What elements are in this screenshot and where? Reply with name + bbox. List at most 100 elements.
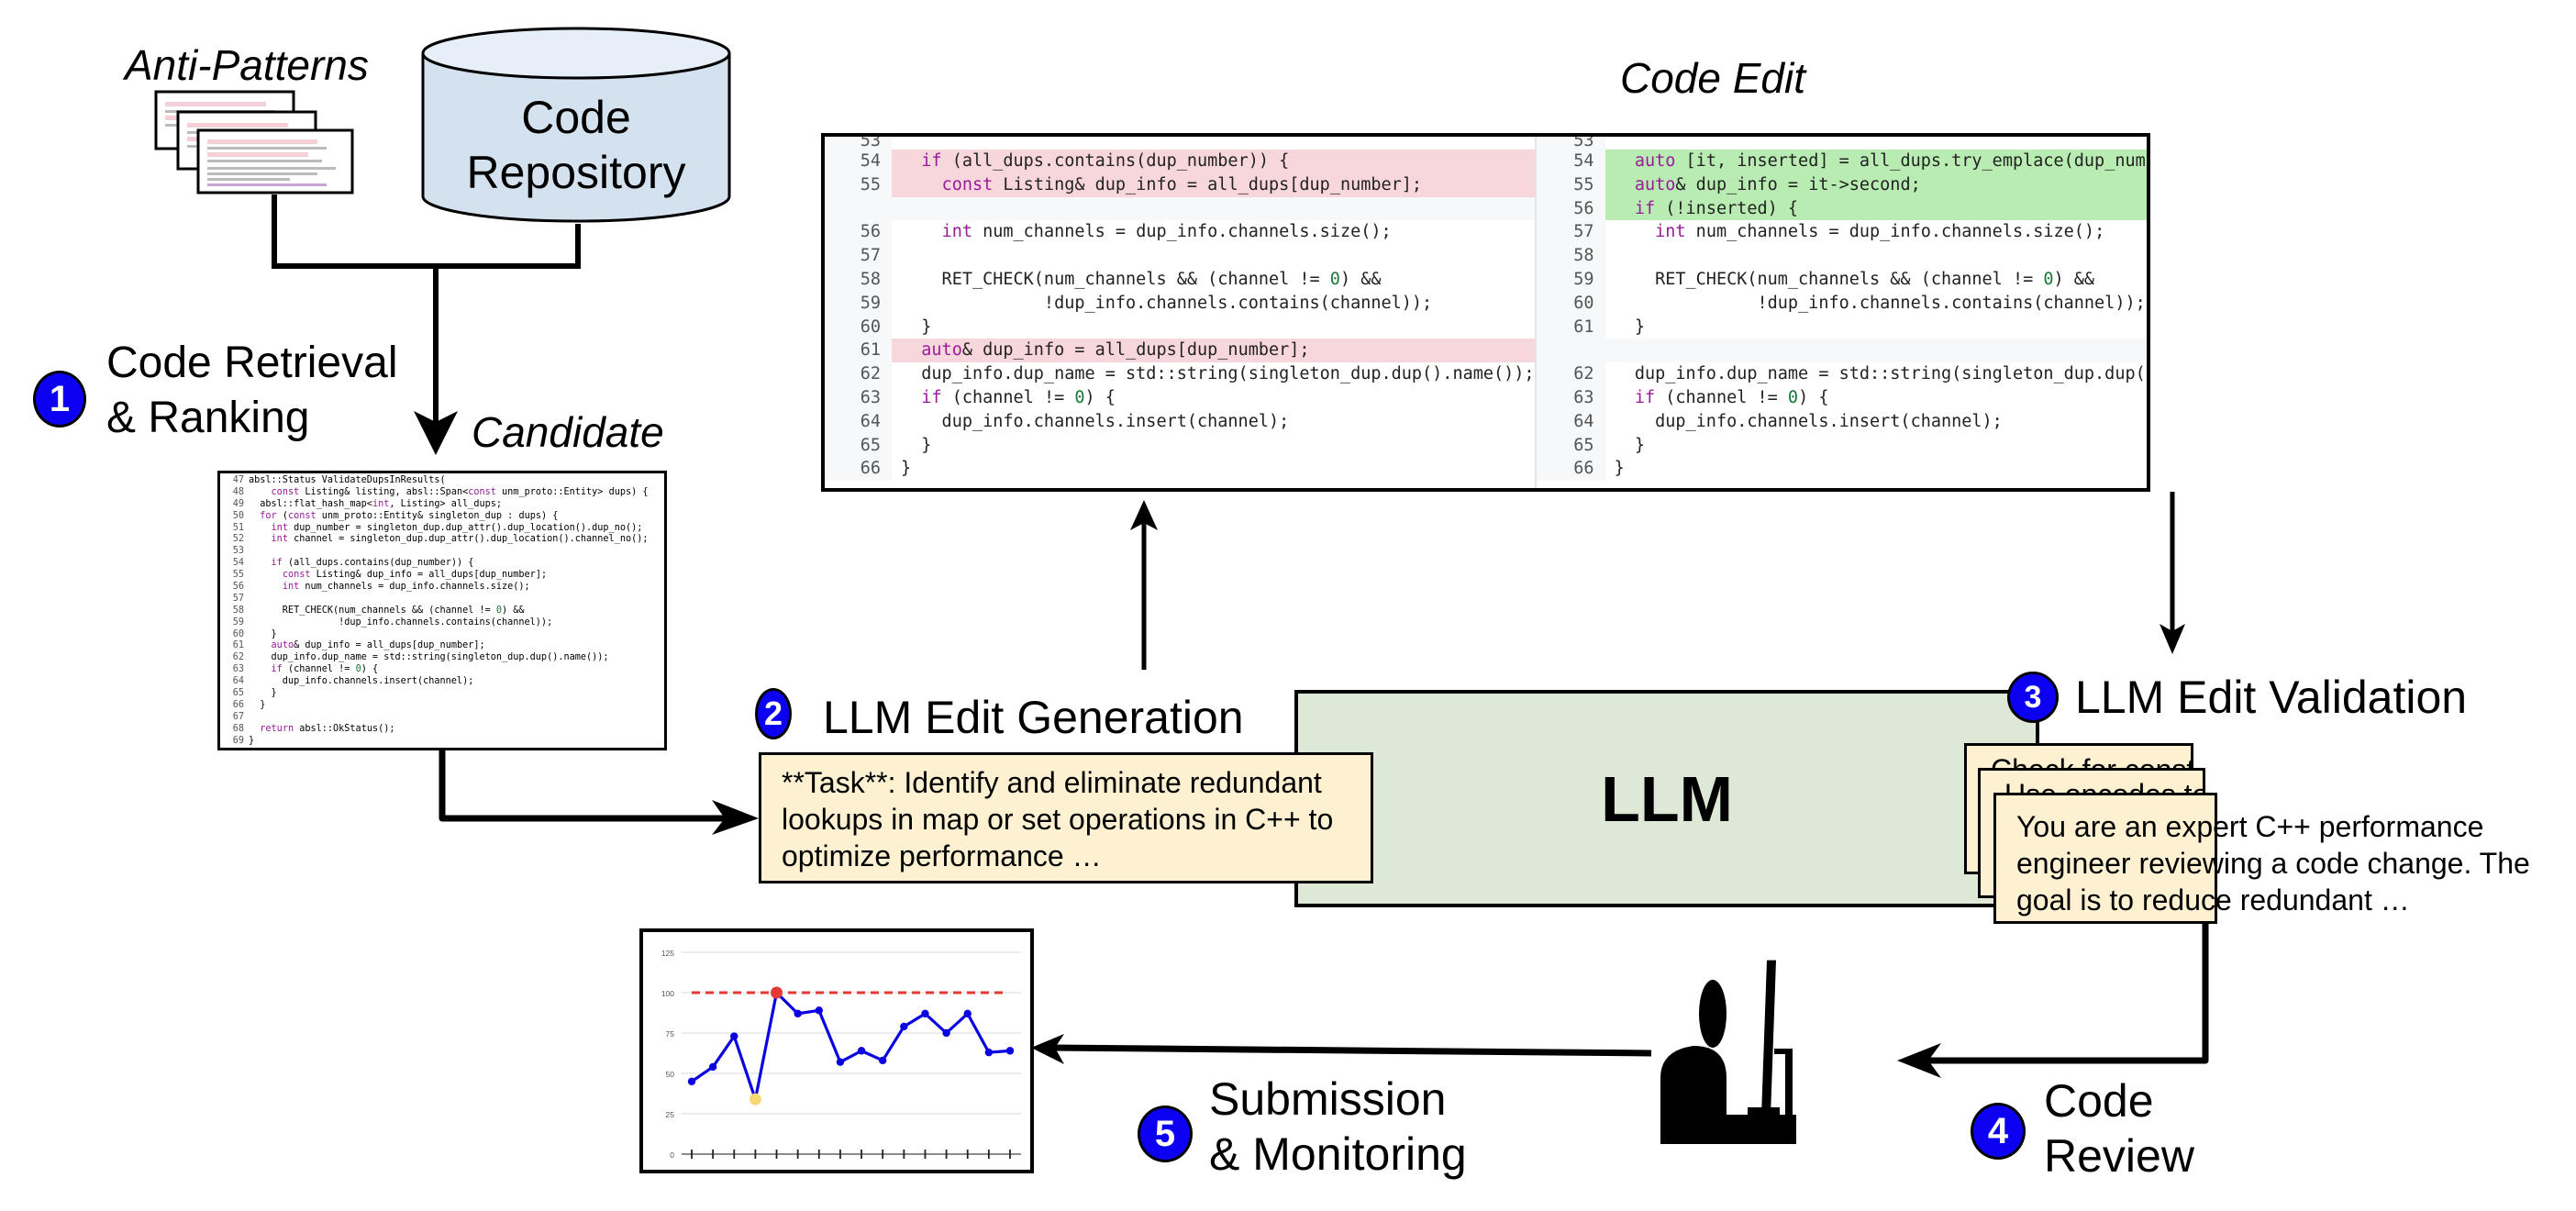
candidate-code-line: 57 [220, 594, 664, 606]
code-text: auto& dup_info = it->second; [1604, 172, 2147, 197]
line-number: 55 [825, 172, 892, 197]
data-point [963, 1009, 972, 1018]
repository-label-line1: Code [521, 92, 631, 143]
line-number: 69 [232, 735, 244, 746]
candidate-code-line: 56 int num_channels = dup_info.channels.… [220, 582, 664, 594]
diff-line [825, 196, 1535, 221]
code-text: int num_channels = dup_info.channels.siz… [282, 582, 530, 593]
line-number: 60 [825, 315, 892, 339]
diff-line: 63 if (channel != 0) { [1536, 385, 2147, 410]
candidate-code-line: 50 for (const unm_proto::Entity& singlet… [220, 511, 664, 523]
code-text [1605, 137, 2147, 150]
line-number: 54 [825, 150, 892, 173]
diff-line: 58 RET_CHECK(num_channels && (channel !=… [825, 267, 1535, 292]
line-number: 62 [232, 652, 244, 663]
diff-line: 62 dup_info.dup_name = std::string(singl… [825, 362, 1535, 386]
line-number: 61 [232, 640, 244, 651]
candidate-code-line: 69} [220, 736, 664, 748]
line-number: 52 [232, 534, 244, 545]
line-number: 58 [1536, 244, 1605, 268]
diff-line [1536, 339, 2147, 363]
code-text: dup_info.dup_name = std::string(singleto… [901, 364, 1535, 384]
code-text: auto [it, inserted] = all_dups.try_empla… [1604, 150, 2147, 173]
data-point [687, 1077, 696, 1085]
code-text: dup_info.channels.insert(channel); [1614, 411, 2003, 431]
line-number: 63 [232, 664, 244, 675]
line-number: 66 [232, 699, 244, 710]
step-4-title: Code Review [2044, 1073, 2194, 1183]
data-point [730, 1032, 738, 1040]
diff-line: 57 [825, 244, 1535, 268]
step-3-title: LLM Edit Validation [2075, 672, 2468, 723]
code-text: absl::flat_hash_map<int, Listing> all_du… [249, 498, 503, 509]
code-text: !dup_info.channels.contains(channel)); [901, 293, 1433, 313]
code-text: auto& dup_info = all_dups[dup_number]; [271, 640, 485, 651]
diff-line: 66} [1536, 457, 2147, 482]
step-4-title-line2: Review [2044, 1130, 2194, 1182]
code-text: dup_info.channels.insert(channel); [901, 411, 1290, 431]
code-repository: Code Repository [420, 26, 732, 224]
code-text: !dup_info.channels.contains(channel)); [1614, 293, 2146, 313]
code-text: int num_channels = dup_info.channels.siz… [1655, 222, 2105, 242]
diff-line: 65 } [1536, 433, 2147, 458]
code-text: if (!inserted) { [1604, 196, 2147, 221]
step-1-title-line1: Code Retrieval [106, 339, 398, 387]
code-text [1605, 244, 2147, 268]
code-text: } [249, 735, 255, 746]
code-text: int num_channels = dup_info.channels.siz… [941, 222, 1392, 242]
line-number: 56 [232, 582, 244, 593]
line-number: 64 [1536, 409, 1605, 434]
line-number: 55 [232, 570, 244, 581]
y-tick-label: 25 [666, 1110, 675, 1119]
code-text [892, 196, 1535, 221]
line-number: 53 [232, 546, 244, 557]
code-text: } [249, 688, 277, 699]
validation-to-review-arrow [1897, 923, 2209, 1078]
validation-prompt-text-front: You are an expert C++ performance engine… [2016, 810, 2530, 917]
candidate-code-line: 60 } [220, 629, 664, 641]
line-number: 47 [232, 475, 244, 485]
line-number: 68 [232, 723, 244, 734]
code-text: } [1614, 459, 1625, 479]
diff-line: 53 [825, 137, 1535, 150]
step-1-title: Code Retrieval & Ranking [106, 336, 397, 446]
candidate-to-generation-arrow [439, 750, 759, 835]
candidate-code-line: 61 auto& dup_info = all_dups[dup_number]… [220, 640, 664, 652]
step-2-badge: 2 [755, 688, 792, 739]
line-number: 62 [1536, 362, 1605, 386]
code-text: RET_CHECK(num_channels && (channel != 0)… [1614, 269, 2095, 289]
line-number: 59 [825, 291, 892, 316]
candidate-code-line: 67 [220, 712, 664, 724]
diff-line: 59 !dup_info.channels.contains(channel))… [825, 291, 1535, 316]
diff-line: 64 dup_info.channels.insert(channel); [825, 409, 1535, 434]
code-text: if (all_dups.contains(dup_number)) { [271, 558, 474, 569]
line-number [1536, 339, 1605, 363]
anti-pattern-snippets [154, 90, 356, 195]
line-number: 59 [1536, 267, 1605, 292]
code-text: return absl::OkStatus(); [260, 723, 395, 734]
diff-line-removed: 55 const Listing& dup_info = all_dups[du… [825, 172, 1535, 197]
anti-patterns-label: Anti-Patterns [125, 41, 369, 89]
candidate-code-line: 63 if (channel != 0) { [220, 664, 664, 676]
data-point [984, 1048, 994, 1057]
candidate-code-line: 51 int dup_number = singleton_dup.dup_at… [220, 523, 664, 535]
line-number: 57 [232, 593, 244, 604]
line-number: 61 [825, 339, 892, 363]
data-point [879, 1056, 887, 1065]
code-text: dup_info.channels.insert(channel); [249, 676, 474, 687]
line-number: 67 [232, 711, 244, 722]
candidate-label: Candidate [472, 408, 664, 456]
llm-label: LLM [1601, 763, 1733, 835]
code-text: } [1614, 317, 1645, 337]
line-number: 63 [825, 385, 892, 410]
step-4-number: 4 [1987, 1111, 2009, 1151]
step-1-badge: 1 [33, 371, 86, 428]
line-number: 63 [1536, 385, 1605, 410]
line-number: 61 [1536, 315, 1605, 339]
code-text: absl::Status ValidateDupsInResults( [249, 475, 446, 485]
diff-line: 60 } [825, 315, 1535, 339]
line-number: 66 [825, 457, 892, 482]
data-point [708, 1062, 717, 1072]
